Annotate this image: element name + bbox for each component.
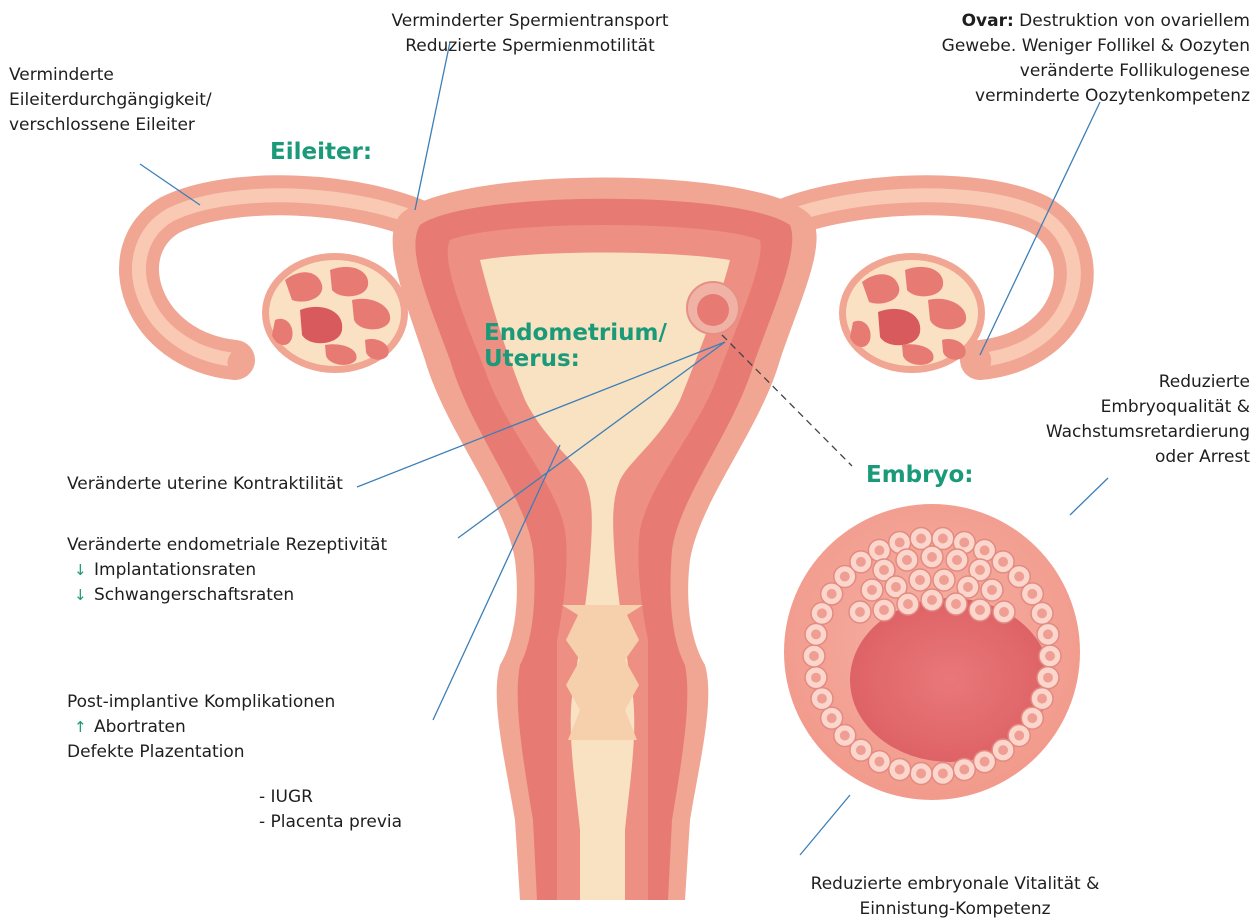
postimplantive-block: Post-implantive Komplikationen ↑Abortrat… xyxy=(67,690,335,765)
embryo-cell-nucleus xyxy=(874,757,884,767)
ovar-label: Ovar: Destruktion von ovariellem Gewebe.… xyxy=(840,9,1250,109)
embryo-cell-nucleus xyxy=(1037,694,1047,704)
embryo-cell-nucleus xyxy=(817,694,827,704)
embryo-cell-nucleus xyxy=(999,607,1009,617)
eileiter-durchgaengigkeit-label: Verminderte Eileiterdurchgängigkeit/ ver… xyxy=(9,63,212,138)
embryo-cell-nucleus xyxy=(809,651,819,661)
embryo-cell-nucleus xyxy=(1014,572,1024,582)
ovar-heading: Ovar: xyxy=(962,11,1014,31)
plazentation-items: - IUGR - Placenta previa xyxy=(259,785,402,835)
embryo-cell-nucleus xyxy=(959,538,969,548)
large-embryo xyxy=(784,504,1080,800)
embryo-cell-nucleus xyxy=(811,673,821,683)
embryo-cell-nucleus xyxy=(856,745,866,755)
embryo-cell-nucleus xyxy=(855,607,865,617)
embryo-cell-nucleus xyxy=(1043,673,1053,683)
embryo-cell-nucleus xyxy=(856,557,866,567)
small-embryo xyxy=(687,282,739,334)
embryo-cell-nucleus xyxy=(916,769,926,779)
kontraktilitaet-label: Veränderte uterine Kontraktilität xyxy=(67,472,343,497)
embryo-cell-nucleus xyxy=(817,608,827,618)
embryo-cell-nucleus xyxy=(840,731,850,741)
up-arrow-icon: ↑ xyxy=(74,715,94,740)
embryo-cell-nucleus xyxy=(879,565,889,575)
embryo-cell-nucleus xyxy=(879,605,889,615)
right-ovary xyxy=(839,253,985,373)
embryo-cell-nucleus xyxy=(980,757,990,767)
embryo-cell-nucleus xyxy=(998,745,1008,755)
endometrium-heading: Endometrium/ Uterus: xyxy=(484,320,667,372)
embryo-cell-nucleus xyxy=(1043,629,1053,639)
embryo-cell-nucleus xyxy=(980,545,990,555)
embryo-cell-nucleus xyxy=(927,595,937,605)
embryo-cell-nucleus xyxy=(903,599,913,609)
left-ovary xyxy=(262,253,408,373)
embryo-cell-nucleus xyxy=(867,585,877,595)
embryo-cell-nucleus xyxy=(975,565,985,575)
embryo-cell-nucleus xyxy=(987,585,997,595)
rezeptivitaet-block: Veränderte endometriale Rezeptivität ↓Im… xyxy=(67,533,387,608)
embryo-cell-nucleus xyxy=(939,575,949,585)
embryo-cell-nucleus xyxy=(975,605,985,615)
embryo-cell-nucleus xyxy=(998,557,1008,567)
embryo-cell-nucleus xyxy=(1027,713,1037,723)
embryo-heading: Embryo: xyxy=(866,462,973,488)
embryo-cell-nucleus xyxy=(840,572,850,582)
embryo-cell-nucleus xyxy=(927,552,937,562)
embryo-cell-nucleus xyxy=(952,555,962,565)
embryo-cell-nucleus xyxy=(915,575,925,585)
embryo-cell-nucleus xyxy=(938,769,948,779)
spermien-label: Verminderter Spermientransport Reduziert… xyxy=(345,9,715,59)
down-arrow-icon: ↓ xyxy=(74,558,94,583)
eileiter-heading: Eileiter: xyxy=(270,139,372,165)
embryo-cell-nucleus xyxy=(959,765,969,775)
embryo-cell-nucleus xyxy=(938,534,948,544)
embryo-cell-nucleus xyxy=(827,713,837,723)
embryo-cell-nucleus xyxy=(1027,589,1037,599)
embryo-cell-nucleus xyxy=(1045,651,1055,661)
embryo-cell-nucleus xyxy=(1014,731,1024,741)
embryoqualitaet-label: Reduzierte Embryoqualität & Wachstumsret… xyxy=(960,370,1250,470)
embryo-cell-nucleus xyxy=(895,538,905,548)
embryo-cell-nucleus xyxy=(895,765,905,775)
embryo-cell-nucleus xyxy=(951,599,961,609)
embryo-cell-nucleus xyxy=(874,545,884,555)
embryo-cell-nucleus xyxy=(902,555,912,565)
embryo-cell-nucleus xyxy=(891,582,901,592)
vitalitaet-label: Reduzierte embryonale Vitalität & Einnis… xyxy=(765,872,1145,922)
embryo-cell-nucleus xyxy=(1037,608,1047,618)
embryo-cell-nucleus xyxy=(963,582,973,592)
down-arrow-icon: ↓ xyxy=(74,583,94,608)
embryo-cell-nucleus xyxy=(916,534,926,544)
embryo-cell-nucleus xyxy=(811,629,821,639)
embryo-cell-nucleus xyxy=(827,589,837,599)
